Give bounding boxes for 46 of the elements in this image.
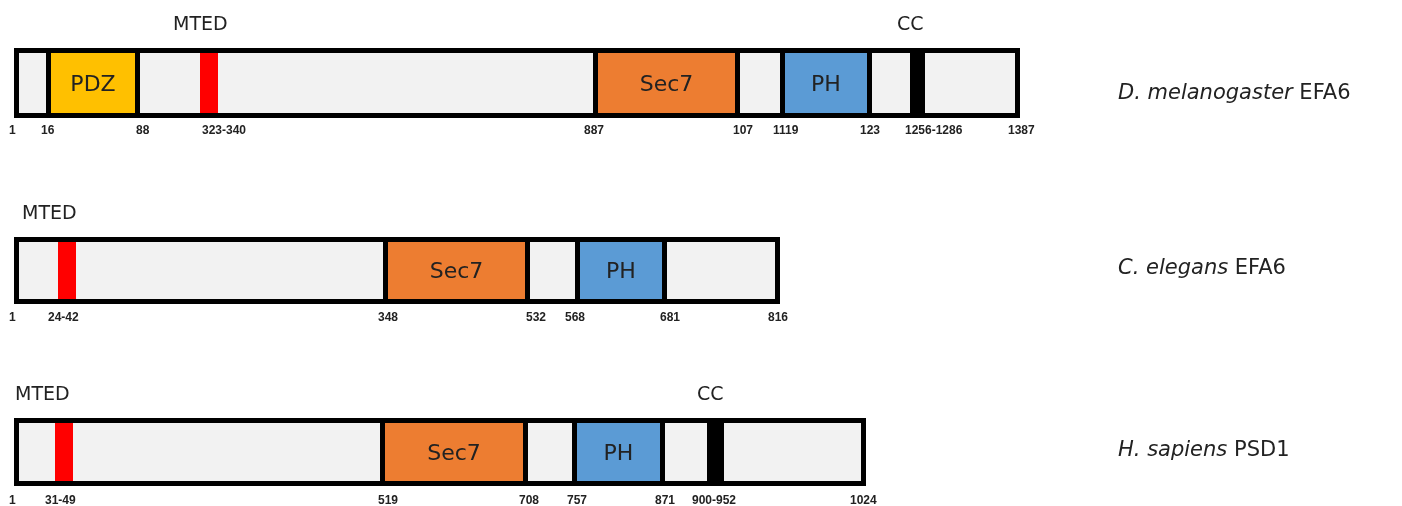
position-number: 568 [565,310,586,324]
protein-bar [14,418,866,486]
motif-mark [55,423,73,481]
position-number: 1 [9,493,16,506]
position-number: 31-49 [45,493,76,506]
position-number: 348 [378,310,399,324]
protein-bar [14,48,1020,118]
position-number: 519 [378,493,399,506]
position-number: 1119 [773,123,799,137]
motif-label: CC [697,382,724,404]
position-number: 757 [567,493,588,506]
position-number: 887 [584,123,605,137]
domain-box: PH [575,242,667,299]
domain-box: Sec7 [380,423,528,481]
position-number: 107 [733,123,754,137]
motif-mark [200,53,218,113]
position-number: 1 [9,123,16,137]
domain-box: PH [780,53,872,113]
position-number: 1256-1286 [905,123,963,137]
position-number: 816 [768,310,789,324]
position-number: 708 [519,493,540,506]
position-number: 532 [526,310,547,324]
motif-mark [58,242,76,299]
motif-label: MTED [22,201,77,223]
motif-label: MTED [173,12,228,34]
domain-box: Sec7 [383,242,530,299]
position-number: 681 [660,310,681,324]
protein-bar [14,237,780,304]
protein-name: D. melanogaster EFA6 [1118,80,1351,104]
domain-box: PH [572,423,665,481]
protein-name: C. elegans EFA6 [1118,255,1286,279]
position-number: 1387 [1008,123,1035,137]
domain-box: Sec7 [593,53,740,113]
position-number: 24-42 [48,310,79,324]
position-number: 123 [860,123,881,137]
motif-label: CC [897,12,924,34]
position-number: 1024 [850,493,877,506]
position-number: 1 [9,310,16,324]
domain-box: PDZ [46,53,140,113]
position-number: 871 [655,493,676,506]
position-number: 900-952 [692,493,737,506]
position-number: 88 [136,123,150,137]
protein-name: H. sapiens PSD1 [1118,437,1290,461]
position-number: 16 [41,123,55,137]
motif-label: MTED [15,382,70,404]
position-number: 323-340 [202,123,247,137]
